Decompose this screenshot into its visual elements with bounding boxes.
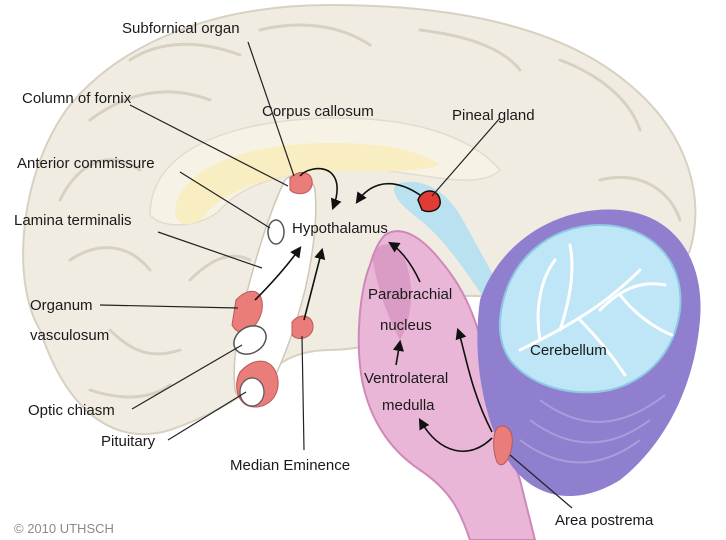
label-organum-line2: vasculosum <box>30 327 109 344</box>
label-cerebellum: Cerebellum <box>530 342 607 359</box>
label-hypothalamus: Hypothalamus <box>292 220 388 237</box>
label-median-eminence: Median Eminence <box>230 457 350 474</box>
label-anterior-commissure: Anterior commissure <box>17 155 155 172</box>
label-area-postrema: Area postrema <box>555 512 654 529</box>
label-lamina-terminalis: Lamina terminalis <box>14 212 132 229</box>
label-organum-line1: Organum <box>30 297 93 314</box>
label-parabrachial-line2: nucleus <box>380 317 432 334</box>
label-pineal-gland: Pineal gland <box>452 107 535 124</box>
label-ventrolateral-line1: Ventrolateral <box>364 370 448 387</box>
label-optic-chiasm: Optic chiasm <box>28 402 115 419</box>
label-pituitary: Pituitary <box>101 433 156 450</box>
copyright-notice: © 2010 UTHSCH <box>14 521 114 536</box>
anterior-commissure-shape <box>268 220 284 244</box>
label-corpus-callosum: Corpus callosum <box>262 103 374 120</box>
label-ventrolateral-line2: medulla <box>382 397 435 414</box>
label-parabrachial-line1: Parabrachial <box>368 286 452 303</box>
median-eminence-shape <box>292 316 313 338</box>
label-column-of-fornix: Column of fornix <box>22 90 132 107</box>
label-subfornical-organ: Subfornical organ <box>122 20 240 37</box>
pituitary-lobe <box>240 378 264 406</box>
pineal-gland-shape <box>418 191 440 212</box>
